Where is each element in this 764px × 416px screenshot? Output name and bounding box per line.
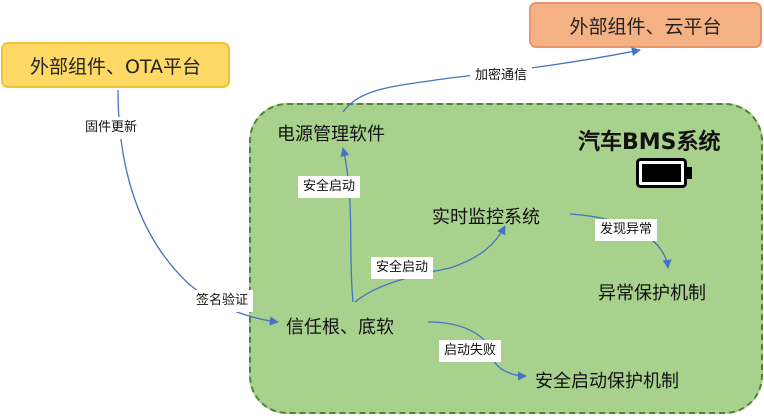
secure-boot-label-1: 安全启动 [298,176,361,198]
boot-failure-label: 启动失败 [439,340,502,362]
edge-power-to-cloud [342,47,641,113]
ota-platform-label: 外部组件、OTA平台 [29,55,202,78]
firmware-update-label: 固件更新 [80,117,143,139]
secure-boot-label-2: 安全启动 [371,257,434,279]
ota-platform-box: 外部组件、OTA平台 [1,42,230,88]
signature-verify-label: 签名验证 [191,290,254,312]
edge-trust-to-monitor [354,225,506,303]
power-management-node: 电源管理软件 [277,124,385,145]
secure-boot-protection-node: 安全启动保护机制 [535,371,679,392]
anomaly-found-label: 发现异常 [595,219,658,241]
cloud-platform-label: 外部组件、云平台 [569,15,722,38]
trust-root-node: 信任根、底软 [286,317,394,338]
encrypted-comm-label: 加密通信 [470,65,533,87]
bms-title: 汽车BMS系统 [578,130,721,155]
anomaly-protection-node: 异常保护机制 [598,283,706,304]
cloud-platform-box: 外部组件、云平台 [529,2,762,48]
realtime-monitor-node: 实时监控系统 [432,207,540,228]
battery-icon [636,158,692,188]
bms-system-region [249,103,763,414]
edge-trust-to-power [340,147,354,303]
edge-ota-to-trust-root [117,89,279,326]
